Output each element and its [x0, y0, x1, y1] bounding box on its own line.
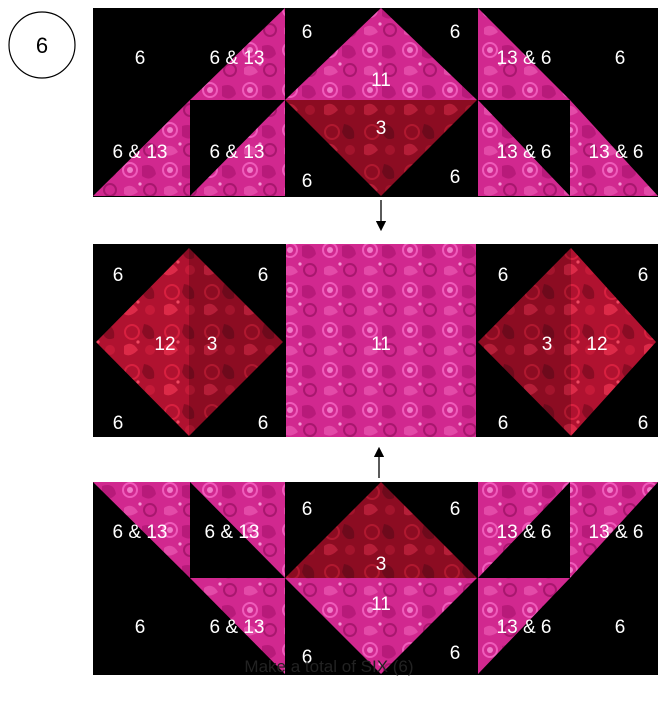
- label: 13 & 6: [497, 617, 552, 638]
- label: 6: [450, 499, 461, 520]
- label: 13 & 6: [589, 522, 644, 543]
- label: 3: [207, 334, 218, 355]
- label: 6: [258, 413, 269, 434]
- label: 6: [113, 413, 124, 434]
- label: 6: [638, 413, 649, 434]
- label: 11: [371, 334, 391, 355]
- label: 3: [542, 334, 553, 355]
- label: 6: [615, 48, 626, 69]
- label: 13 & 6: [497, 142, 552, 163]
- label: 6: [302, 499, 313, 520]
- unit-bottom: 6 & 13 6 & 13 6 6 3 13 & 6 13 & 6 6 6 & …: [93, 482, 658, 675]
- label: 6 & 13: [210, 142, 265, 163]
- label: 6 & 13: [210, 617, 265, 638]
- caption: Make a total of SIX (6): [0, 657, 658, 677]
- label: 6 & 13: [113, 142, 168, 163]
- label: 6: [302, 22, 313, 43]
- label: 6: [450, 167, 461, 188]
- unit-middle: 6 6 6 6 12 3 11 6 6 6 6 3 12: [93, 244, 658, 437]
- label: 6: [498, 413, 509, 434]
- label: 6 & 13: [113, 522, 168, 543]
- step-number: 6: [36, 33, 48, 58]
- label: 13 & 6: [589, 142, 644, 163]
- label: 6: [135, 617, 146, 638]
- label: 3: [376, 118, 387, 139]
- label: 6: [498, 265, 509, 286]
- label: 13 & 6: [497, 522, 552, 543]
- label: 6: [638, 265, 649, 286]
- label: 6: [615, 617, 626, 638]
- label: 6 & 13: [205, 522, 260, 543]
- label: 11: [371, 70, 391, 91]
- label: 6: [135, 48, 146, 69]
- label: 12: [586, 334, 607, 355]
- label: 11: [371, 594, 391, 615]
- label: 12: [154, 334, 175, 355]
- label: 6: [450, 22, 461, 43]
- label: 13 & 6: [497, 48, 552, 69]
- label: 3: [376, 554, 387, 575]
- label: 6 & 13: [210, 48, 265, 69]
- label: 6: [258, 265, 269, 286]
- unit-top: 6 6 & 13 6 6 11 13 & 6 6 6 & 13 6 & 13 3…: [93, 8, 658, 197]
- label: 6: [113, 265, 124, 286]
- label: 6: [302, 171, 313, 192]
